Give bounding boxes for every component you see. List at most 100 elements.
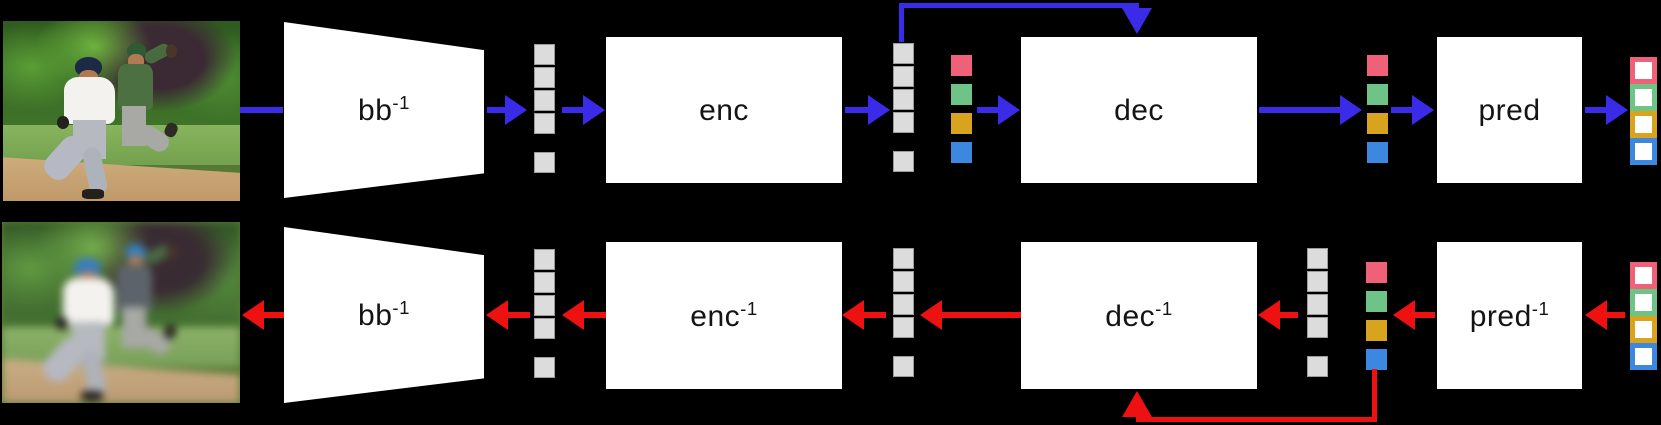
encoder-label: enc bbox=[699, 94, 749, 127]
query-column-decoder-input bbox=[951, 55, 972, 171]
line-image-to-backbone bbox=[240, 107, 283, 113]
arrow-tokens-to-backbone bbox=[508, 312, 530, 318]
prediction-box-blue bbox=[1630, 138, 1657, 165]
feature-token bbox=[534, 152, 555, 173]
prediction-box-gold bbox=[1630, 111, 1657, 138]
backbone-label: bb-1 bbox=[358, 92, 410, 127]
encoded-token bbox=[1307, 294, 1328, 315]
input-image-scene bbox=[3, 21, 240, 201]
encoded-token-column-backward bbox=[893, 248, 914, 379]
encoded-token bbox=[893, 248, 914, 269]
encoded-token bbox=[1307, 271, 1328, 292]
query-token-blue bbox=[1367, 142, 1388, 163]
arrow-backbone-to-image bbox=[264, 312, 284, 318]
arrow-queries-to-predictor bbox=[1391, 107, 1412, 113]
runner-figure bbox=[39, 57, 145, 199]
encoder-inverse-label: enc-1 bbox=[690, 297, 758, 333]
encoded-token bbox=[1307, 356, 1328, 377]
feature-token bbox=[534, 67, 555, 88]
query-column-decoder-output bbox=[1367, 55, 1388, 171]
prediction-box-gold bbox=[1630, 316, 1657, 343]
prediction-box-pink bbox=[1630, 262, 1657, 289]
feature-token bbox=[534, 90, 555, 111]
feature-token bbox=[534, 249, 555, 270]
feature-token bbox=[534, 44, 555, 65]
query-token-green bbox=[1367, 84, 1388, 105]
arrow-encoder-inverse-to-tokens bbox=[584, 312, 606, 318]
query-token-blue bbox=[951, 142, 972, 163]
encoded-token-column-forward bbox=[893, 43, 914, 174]
arrow-tokens-to-decoder-inverse bbox=[1280, 312, 1298, 318]
backbone-inverse-block-forward: bb-1 bbox=[284, 22, 484, 198]
reconstructed-image-scene bbox=[2, 222, 240, 403]
decoder-inverse-block: dec-1 bbox=[1021, 242, 1257, 389]
input-image bbox=[3, 21, 240, 201]
predictor-block: pred bbox=[1437, 37, 1582, 183]
arrow-outputs-to-predictor-inverse bbox=[1607, 312, 1625, 318]
decoder-inverse-label: dec-1 bbox=[1105, 297, 1173, 333]
arrow-decoder-to-queries bbox=[1259, 107, 1340, 113]
decoder-label: dec bbox=[1114, 94, 1164, 127]
skip-connection-vertical bbox=[899, 3, 904, 42]
arrow-tokens-to-encoder-inverse bbox=[864, 312, 886, 318]
arrow-decoder-inverse-to-tokens bbox=[942, 312, 1022, 318]
query-token-pink bbox=[951, 55, 972, 76]
grass-band bbox=[3, 125, 240, 165]
runner-figure bbox=[38, 258, 144, 401]
feedback-connection-arrowhead bbox=[1122, 391, 1152, 417]
query-token-green bbox=[951, 84, 972, 105]
feature-token bbox=[534, 357, 555, 378]
feature-token-column-forward bbox=[534, 44, 555, 175]
prediction-box-pink bbox=[1630, 57, 1657, 84]
query-token-blue bbox=[1366, 349, 1387, 370]
prediction-output-column bbox=[1630, 57, 1657, 165]
reconstructed-image bbox=[2, 222, 240, 403]
arrow-queries-to-decoder bbox=[977, 107, 998, 113]
encoder-inverse-block: enc-1 bbox=[606, 242, 842, 389]
encoded-token bbox=[1307, 248, 1328, 269]
encoded-token bbox=[893, 66, 914, 87]
query-token-pink bbox=[1366, 262, 1387, 283]
arrow-backbone-to-tokens bbox=[487, 107, 505, 113]
arrow-tokens-to-encoder bbox=[562, 107, 583, 113]
query-token-green bbox=[1366, 291, 1387, 312]
fielder-figure bbox=[102, 242, 180, 389]
query-token-gold bbox=[951, 113, 972, 134]
query-token-pink bbox=[1367, 55, 1388, 76]
prediction-box-green bbox=[1630, 289, 1657, 316]
encoded-token bbox=[893, 317, 914, 338]
feedback-connection-horizontal bbox=[1136, 417, 1377, 422]
predictor-inverse-label: pred-1 bbox=[1469, 297, 1550, 333]
encoded-token bbox=[893, 89, 914, 110]
feature-token bbox=[534, 318, 555, 339]
query-token-gold bbox=[1366, 320, 1387, 341]
query-token-gold bbox=[1367, 113, 1388, 134]
encoded-token bbox=[893, 112, 914, 133]
skip-connection-arrowhead bbox=[1122, 8, 1152, 34]
arrow-predictor-inverse-to-queries bbox=[1415, 312, 1435, 318]
backbone-inverse-block-backward: bb-1 bbox=[284, 227, 484, 403]
feature-token bbox=[534, 113, 555, 134]
token-column-decoder-inverse-input bbox=[1307, 248, 1328, 379]
backbone-inverse-label: bb-1 bbox=[358, 297, 410, 332]
encoded-token bbox=[893, 271, 914, 292]
prediction-box-green bbox=[1630, 84, 1657, 111]
encoder-block: enc bbox=[606, 37, 842, 183]
arrow-predictor-to-outputs bbox=[1585, 107, 1606, 113]
encoded-token bbox=[893, 151, 914, 172]
encoded-token bbox=[893, 43, 914, 64]
encoded-token bbox=[893, 294, 914, 315]
prediction-input-column-backward bbox=[1630, 262, 1657, 370]
query-column-backward bbox=[1366, 262, 1387, 378]
prediction-box-blue bbox=[1630, 343, 1657, 370]
predictor-label: pred bbox=[1478, 94, 1541, 127]
feedback-connection-vertical bbox=[1372, 369, 1377, 420]
decoder-block: dec bbox=[1021, 37, 1257, 183]
skip-connection-horizontal bbox=[899, 3, 1139, 8]
grass-band bbox=[2, 326, 240, 367]
feature-token bbox=[534, 272, 555, 293]
predictor-inverse-block: pred-1 bbox=[1437, 242, 1582, 389]
encoded-token bbox=[1307, 317, 1328, 338]
encoded-token bbox=[893, 356, 914, 377]
